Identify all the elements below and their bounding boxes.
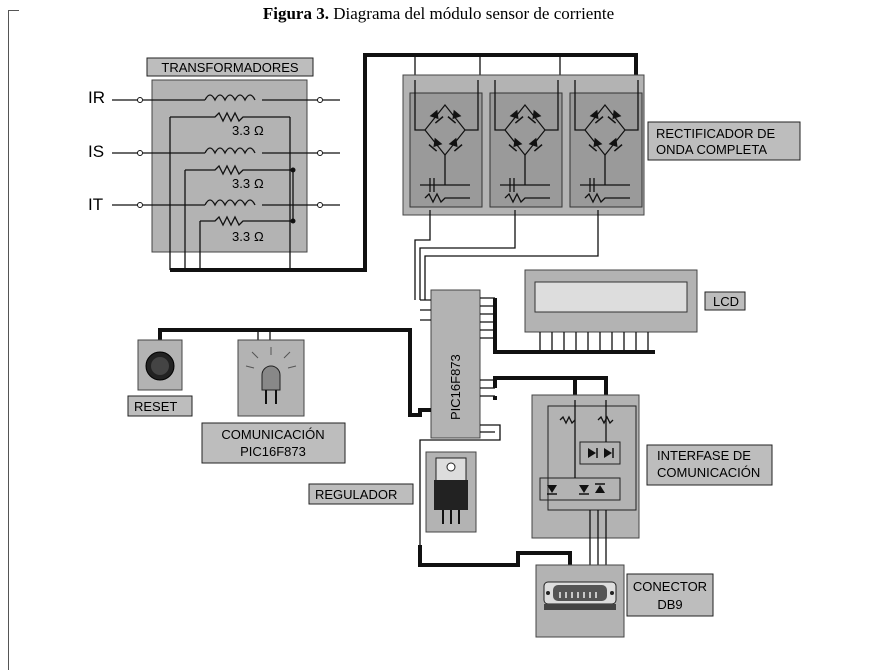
lcd-label-box	[704, 291, 746, 311]
lcd-label: LCD	[713, 294, 739, 309]
transformer-return-wires	[169, 117, 294, 270]
figure-caption: Figura 3. Diagrama del módulo sensor de …	[0, 4, 877, 24]
pic-to-regulator-wire	[419, 424, 501, 545]
connector-label-line2: DB9	[657, 597, 682, 612]
reset-button-cap	[151, 357, 169, 375]
interface-label-line2: COMUNICACIÓN	[657, 465, 760, 480]
ir-label: IR	[88, 88, 105, 107]
reset-label: RESET	[134, 399, 177, 414]
frame-corner	[8, 10, 19, 670]
bus-transformers-rectifier	[170, 53, 638, 272]
lcd-pins	[539, 332, 649, 352]
rectifier-block	[402, 74, 645, 216]
transformers-label-box	[146, 57, 314, 77]
regulator-icon	[434, 457, 468, 524]
transformers-panel	[151, 79, 308, 253]
pic-pins	[420, 297, 495, 433]
resistor-r-value: 3.3	[232, 123, 250, 138]
resistor-t-unit: Ω	[254, 229, 264, 244]
reset-label-box	[127, 395, 193, 417]
bus-reset-pic	[158, 328, 431, 417]
is-label: IS	[88, 142, 104, 161]
bus-regulator-connector	[418, 545, 572, 567]
comm-label-line2: PIC16F873	[240, 444, 306, 459]
pic-chip	[430, 289, 481, 439]
rectifier-label-line1: RECTIFICADOR DE	[656, 126, 776, 141]
led-icon	[245, 347, 297, 404]
caption-text: Diagrama del módulo sensor de corriente	[333, 4, 615, 23]
bridge-1	[409, 92, 483, 208]
bridge-3	[569, 92, 643, 208]
lcd-screen	[534, 281, 688, 313]
rectifier-label-line2: ONDA COMPLETA	[656, 142, 767, 157]
resistor-s-unit: Ω	[254, 176, 264, 191]
caption-bold: Figura 3.	[262, 4, 329, 23]
resistor-t-value: 3.3	[232, 229, 250, 244]
interface-label-box	[646, 444, 773, 486]
led-wires	[257, 330, 271, 340]
it-label: IT	[88, 195, 103, 214]
db9-connector-icon	[543, 581, 617, 610]
resistor-s-value: 3.3	[232, 176, 250, 191]
comm-label-line1: COMUNICACIÓN	[221, 427, 324, 442]
transformers-label: TRANSFORMADORES	[161, 60, 299, 75]
regulator-label-box	[308, 483, 414, 505]
bus-pic-lcd	[493, 298, 655, 354]
rectifier-label-box	[647, 121, 801, 161]
interface-circuit	[539, 400, 637, 565]
connector-label-box	[626, 573, 714, 617]
regulator-label: REGULADOR	[315, 487, 397, 502]
interface-label-line1: INTERFASE DE	[657, 448, 751, 463]
phase-r-line	[112, 94, 340, 123]
comm-label-box	[201, 422, 346, 464]
transformers-block: TRANSFORMADORES IR IS IT	[88, 57, 340, 270]
pic-label: PIC16F873	[448, 354, 463, 420]
interface-panel	[531, 394, 640, 539]
rectifier-to-pic-wires	[414, 210, 599, 300]
lcd-block: LCD	[524, 269, 746, 352]
resistor-r-unit: Ω	[254, 123, 264, 138]
connector-label-line1: CONECTOR	[633, 579, 707, 594]
bridge-2	[489, 92, 563, 208]
